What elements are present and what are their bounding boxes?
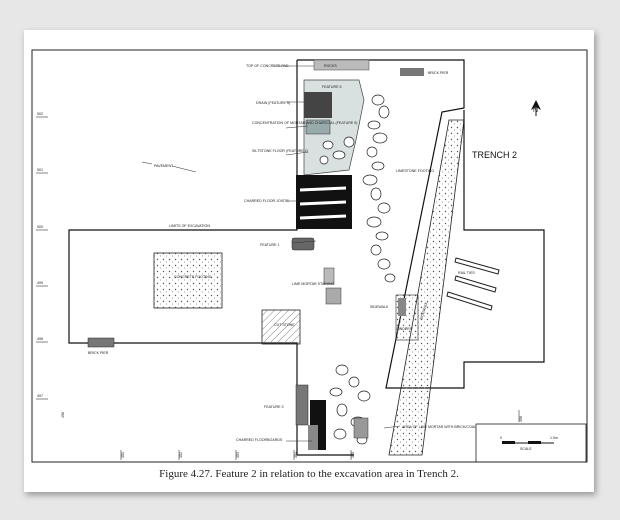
trench-label: TRENCH 2 xyxy=(472,150,517,160)
map-frame xyxy=(31,49,588,463)
lime-mortar-staining-2 xyxy=(323,267,335,285)
feature-3 xyxy=(295,384,309,426)
pavement-arrow xyxy=(141,161,197,173)
feature-1 xyxy=(291,237,315,251)
north-arrow-icon: N xyxy=(531,100,541,116)
cinders-inner xyxy=(398,298,406,316)
label-feature-5: FEATURE 5 xyxy=(322,85,342,89)
grid-label-left: 502 xyxy=(37,112,43,116)
rocks-strip xyxy=(313,59,370,71)
joist-gaps xyxy=(299,186,347,220)
cut-stone xyxy=(261,309,301,345)
label-rail-ties: RAIL TIES xyxy=(458,271,475,275)
scale-tick-label: 0 xyxy=(500,436,502,440)
drain-feature xyxy=(304,92,332,118)
grid-label-bottom: 356 xyxy=(519,416,523,422)
label-pavement: PAVEMENT xyxy=(154,164,174,168)
grid-label-bottom: 351 xyxy=(121,452,125,458)
mortar-charcoal xyxy=(305,119,331,135)
lime-mortar-staining xyxy=(325,287,342,305)
label-concrete-footing: CONCRETE FOOTING xyxy=(174,275,212,279)
label-siltstone-floor: SILTSTONE FLOOR (FEATURE 2) xyxy=(252,149,308,153)
label-brick-pier-left: BRICK PIER xyxy=(88,351,109,355)
brick-pier-top xyxy=(400,68,424,76)
grid-label-left: 497 xyxy=(37,394,43,398)
figure-caption: Figure 4.27. Feature 2 in relation to th… xyxy=(159,468,459,480)
scale-label: SCALE xyxy=(520,447,532,451)
svg-text:N: N xyxy=(533,107,538,114)
label-limestone-footing: LIMESTONE FOOTING xyxy=(396,169,434,173)
leader-lines xyxy=(274,65,401,442)
label-lime-mortar-area: AREA OF LIME MORTAR WITH BRICK/COAL xyxy=(402,425,476,429)
label-brick-pier-top: BRICK PIER xyxy=(428,71,449,75)
scale-bar xyxy=(502,441,554,444)
label-rocks: ROCKS xyxy=(324,64,337,68)
grid-ticks-left xyxy=(36,116,48,400)
limestone-footing xyxy=(319,94,396,283)
label-charred-floor-joists: CHARRED FLOOR JOISTS xyxy=(244,199,289,203)
lime-mortar-area xyxy=(353,417,369,439)
grid-label-bottom: 353 xyxy=(236,452,240,458)
floorboards-light xyxy=(308,425,318,450)
grid-label-left: 501 xyxy=(37,168,43,172)
site-plan: 502 501 500 499 498 497 496 351 352 353 … xyxy=(31,49,588,463)
scale-tick-label: 1.0m xyxy=(550,436,558,440)
brick-pier-left xyxy=(87,337,115,348)
label-sidewalk: SIDEWALK xyxy=(419,301,429,320)
grid-label-left: 500 xyxy=(37,225,43,229)
label-feature-3: FEATURE 3 xyxy=(264,405,284,409)
figure-page: 502 501 500 499 498 497 496 351 352 353 … xyxy=(24,30,594,492)
grid-label-bottom: 352 xyxy=(179,452,183,458)
label-sidewalk-small: SIDEWALK xyxy=(370,305,389,309)
label-drain: DRAIN (FEATURE 5) xyxy=(256,101,290,105)
sidewalk xyxy=(388,119,465,456)
scale-box xyxy=(475,423,587,463)
label-limits-of-excavation: LIMITS OF EXCAVATION xyxy=(169,224,210,228)
grid-label-left: 498 xyxy=(37,337,43,341)
label-charred-floorboards: CHARRED FLOORBOARDS xyxy=(236,438,283,442)
label-cut-stone: CUT STONE xyxy=(274,323,295,327)
label-lime-mortar-staining: LIME MORTAR STAINING xyxy=(292,282,335,286)
rail-ties xyxy=(446,257,500,311)
grid-label-left: 499 xyxy=(37,281,43,285)
label-feature-1: FEATURE 1 xyxy=(260,243,280,247)
label-top-of-concrete-pad: TOP OF CONCRETE PAD xyxy=(246,64,289,68)
label-cinders: CINDERS xyxy=(396,327,413,331)
label-mortar-charcoal: CONCENTRATION OF MORTAR AND CHARCOAL (FE… xyxy=(252,121,357,125)
grid-label-bottom: 354 xyxy=(294,452,298,458)
grid-label-left: 496 xyxy=(61,412,65,418)
concrete-footing xyxy=(153,252,223,309)
